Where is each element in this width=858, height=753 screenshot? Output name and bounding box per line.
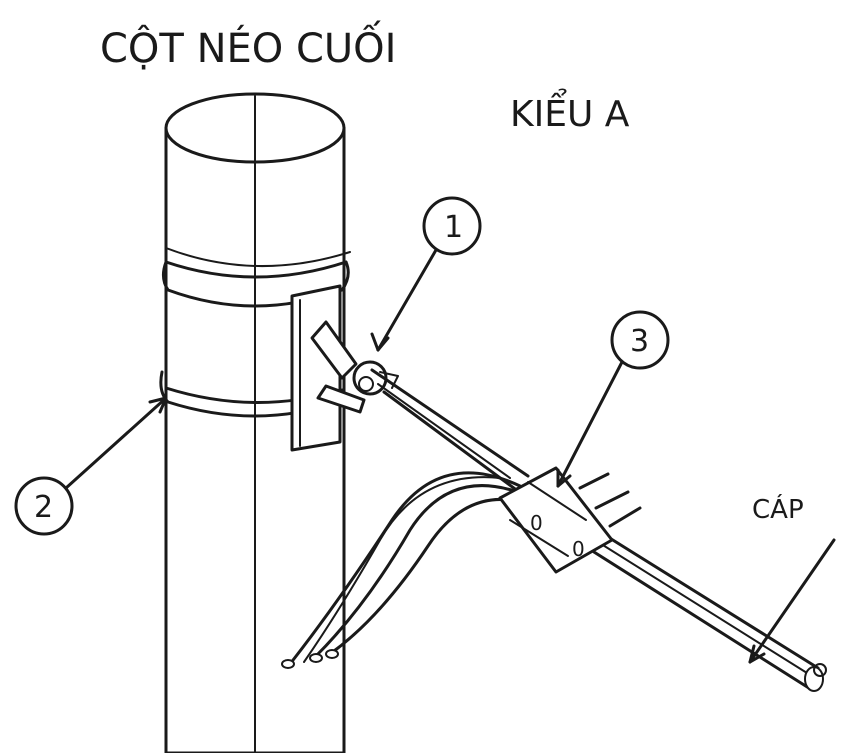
diagram-subtitle: KIỂU A [510,88,630,135]
callout-3: 3 [556,310,670,488]
clamp-mark-2: 0 [572,537,585,561]
upper-band [161,247,351,308]
wedge-clamp: 0 0 [498,466,642,574]
cable-pointer [748,538,836,664]
cable-label: CÁP [752,493,804,525]
diagram-title: CỘT NÉO CUỐI [100,19,396,72]
loose-cable-bundle [281,471,536,669]
tension-rods [370,368,532,502]
callout-1: 1 [370,196,482,352]
callout-3-number: 3 [630,324,649,359]
main-cable [592,530,827,692]
clamp-mark-1: 0 [530,511,543,535]
callout-2-number: 2 [34,490,53,525]
callout-2: 2 [14,396,168,536]
callout-1-number: 1 [444,210,463,245]
